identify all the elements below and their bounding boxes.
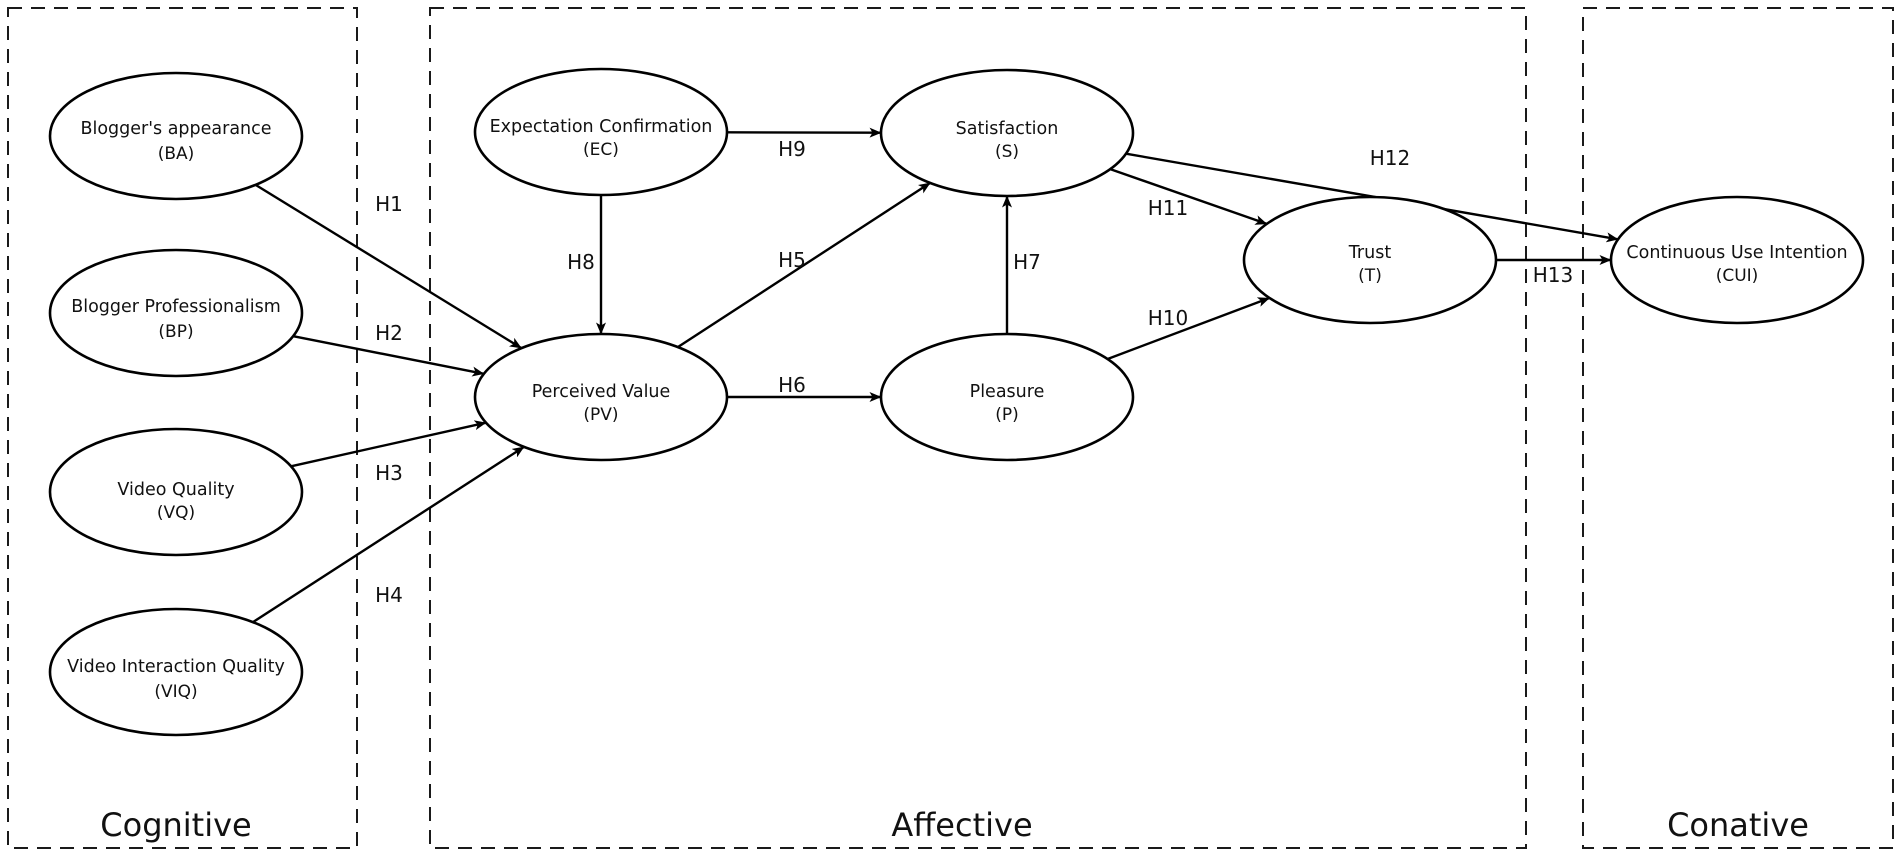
node-vq-abbr: (VQ) — [157, 503, 195, 523]
hypothesis-arrows — [252, 127, 1619, 624]
edge-h3 — [290, 420, 487, 468]
node-p-abbr: (P) — [995, 405, 1019, 425]
node-ba-label: Blogger's appearance — [80, 119, 271, 139]
node-vq-ellipse — [48, 427, 304, 557]
edge-label-h13: H13 — [1533, 263, 1574, 287]
node-cui-abbr: (CUI) — [1716, 266, 1759, 286]
group-conative-label: Conative — [1667, 806, 1809, 844]
hypothesis-labels: H1 H2 H3 H4 H5 H6 H7 H8 H9 H10 H11 H12 H… — [375, 137, 1573, 607]
node-t-label: Trust — [1348, 243, 1392, 263]
node-s-abbr: (S) — [995, 142, 1019, 162]
group-affective: Affective — [429, 7, 1527, 849]
node-blogger-appearance: Blogger's appearance (BA) — [48, 71, 304, 201]
group-affective-box — [429, 7, 1527, 849]
group-affective-label: Affective — [891, 806, 1032, 844]
edge-label-h2: H2 — [375, 321, 403, 345]
node-vq-label: Video Quality — [117, 480, 234, 500]
node-bp-label: Blogger Professionalism — [71, 297, 281, 317]
node-video-interaction-quality: Video Interaction Quality (VIQ) — [48, 607, 304, 737]
node-cui-label: Continuous Use Intention — [1626, 243, 1847, 263]
node-t-abbr: (T) — [1358, 266, 1382, 286]
edge-label-h4: H4 — [375, 583, 403, 607]
node-pv-ellipse — [473, 332, 729, 462]
group-conative-box — [1582, 7, 1894, 849]
edge-h2 — [292, 335, 485, 377]
edge-label-h9: H9 — [778, 137, 806, 161]
edge-label-h3: H3 — [375, 461, 403, 485]
node-bp-abbr: (BP) — [158, 322, 193, 342]
edge-label-h11: H11 — [1148, 196, 1189, 220]
node-pv-label: Perceived Value — [532, 382, 671, 402]
node-p-ellipse — [879, 332, 1135, 462]
node-perceived-value: Perceived Value (PV) — [473, 332, 729, 462]
group-cognitive-box — [7, 7, 358, 849]
edge-label-h8: H8 — [567, 250, 595, 274]
node-pv-abbr: (PV) — [583, 405, 618, 425]
node-expectation-confirmation: Expectation Confirmation (EC) — [473, 67, 729, 197]
node-video-quality: Video Quality (VQ) — [48, 427, 304, 557]
node-trust: Trust (T) — [1242, 195, 1498, 325]
edge-h5 — [677, 181, 931, 349]
node-ec-abbr: (EC) — [583, 140, 619, 160]
node-ec-ellipse — [473, 67, 729, 197]
edge-label-h10: H10 — [1148, 306, 1189, 330]
edge-h11 — [1109, 167, 1268, 226]
node-continuous-use-intention: Continuous Use Intention (CUI) — [1609, 195, 1865, 325]
node-bp-ellipse — [48, 248, 304, 378]
node-ba-ellipse — [48, 71, 304, 201]
node-viq-label: Video Interaction Quality — [67, 657, 285, 677]
node-ba-abbr: (BA) — [158, 144, 195, 164]
group-cognitive-label: Cognitive — [100, 806, 251, 844]
node-p-label: Pleasure — [970, 382, 1045, 402]
edge-label-h6: H6 — [778, 373, 806, 397]
edge-label-h12: H12 — [1370, 146, 1411, 170]
group-cognitive: Cognitive — [7, 7, 358, 849]
node-t-ellipse — [1242, 195, 1498, 325]
node-s-label: Satisfaction — [956, 119, 1059, 139]
node-satisfaction: Satisfaction (S) — [879, 68, 1135, 198]
edge-label-h1: H1 — [375, 192, 403, 216]
edge-h4 — [252, 445, 525, 624]
edge-label-h7: H7 — [1013, 250, 1041, 274]
node-s-ellipse — [879, 68, 1135, 198]
node-ec-label: Expectation Confirmation — [490, 117, 713, 137]
node-cui-ellipse — [1609, 195, 1865, 325]
node-viq-abbr: (VIQ) — [154, 682, 197, 702]
edge-h10 — [1107, 296, 1270, 361]
node-viq-ellipse — [48, 607, 304, 737]
edge-label-h5: H5 — [778, 248, 806, 272]
node-blogger-professionalism: Blogger Professionalism (BP) — [48, 248, 304, 378]
edge-h1 — [254, 183, 523, 350]
group-conative: Conative — [1582, 7, 1894, 849]
node-pleasure: Pleasure (P) — [879, 332, 1135, 462]
